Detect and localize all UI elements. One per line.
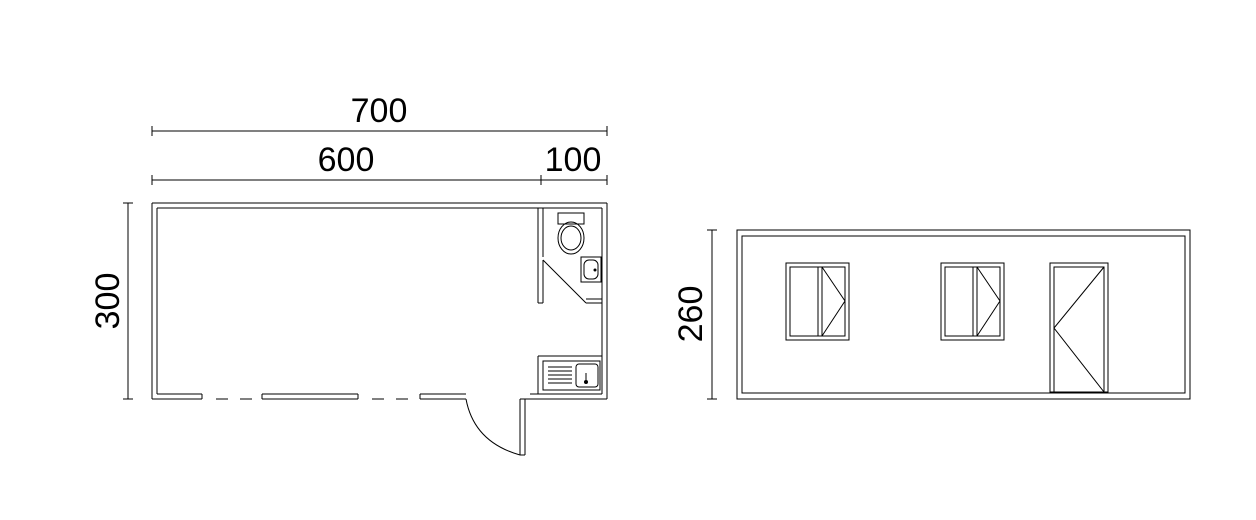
window-left	[785, 262, 850, 341]
front-elevation	[736, 229, 1191, 400]
dimension-main-room-label: 600	[318, 141, 375, 179]
dimension-elevation-height-label: 260	[672, 286, 710, 343]
floor-plan	[151, 202, 608, 456]
dimension-total-length: 700	[151, 92, 608, 136]
door-elevation	[1049, 262, 1109, 393]
bathroom-partition	[537, 208, 602, 304]
entry-door	[465, 398, 526, 456]
toilet-icon	[557, 212, 585, 255]
dimension-bathroom-label: 100	[545, 141, 602, 179]
dimension-elevation-height: 260	[672, 229, 717, 400]
wash-basin-icon	[580, 256, 602, 283]
door-swing-arc	[465, 398, 521, 456]
dimension-total-length-label: 700	[351, 92, 408, 130]
kitchen-sink-icon	[537, 355, 602, 394]
dimension-plan-width: 300	[89, 202, 133, 400]
dimension-room-lengths: 600 100	[151, 141, 608, 185]
dimension-plan-width-label: 300	[89, 273, 127, 330]
window-middle	[940, 262, 1005, 341]
bottom-wall	[152, 393, 607, 400]
